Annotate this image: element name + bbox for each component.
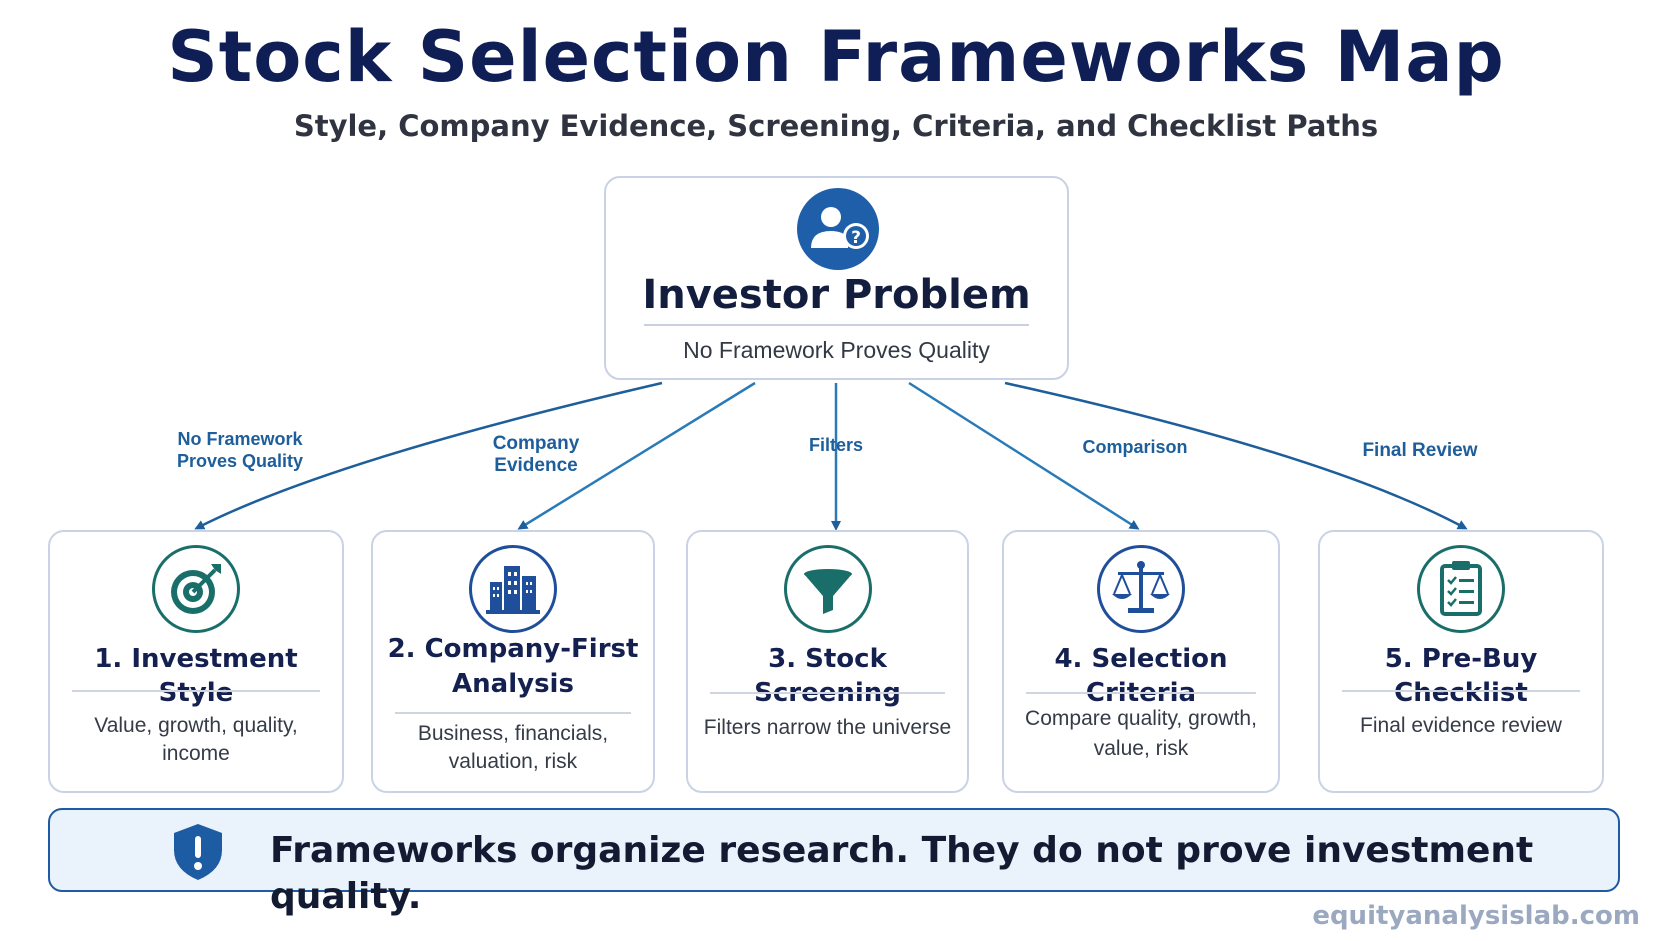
- framework-card-title: 2. Company-First Analysis: [381, 632, 645, 702]
- investor-problem-box: ? Investor Problem No Framework Proves Q…: [604, 176, 1069, 380]
- edge-label-4: Comparison: [1060, 436, 1210, 458]
- edge-label-5-line: Final Review: [1362, 440, 1478, 461]
- framework-card-title: 4. Selection Criteria: [1054, 644, 1228, 708]
- scales-icon: [1097, 545, 1185, 633]
- framework-card-title: 5. Pre-Buy Checklist: [1384, 644, 1538, 708]
- funnel-icon: [783, 545, 872, 633]
- framework-card-desc-line2: value, risk: [1093, 737, 1189, 760]
- key-message-text: Frameworks organize research. They do no…: [270, 830, 1534, 917]
- page-subtitle: Style, Company Evidence, Screening, Crit…: [293, 109, 1379, 143]
- framework-card-title: 3. Stock Screening: [754, 644, 901, 708]
- source-watermark: equityanalysislab.com: [1312, 901, 1640, 931]
- divider: [1342, 690, 1580, 692]
- framework-card-title-line2: Analysis: [452, 669, 574, 699]
- connector-arrow-1: [194, 381, 663, 530]
- connector-arrow-4: [908, 381, 1140, 530]
- target-icon: [152, 545, 240, 633]
- divider: [710, 692, 945, 694]
- edge-label-5: Final Review: [1340, 440, 1500, 462]
- framework-card-desc-line1: Compare quality, growth,: [1025, 707, 1257, 730]
- investor-problem-subtitle: No Framework Proves Quality: [683, 337, 990, 363]
- edge-label-3: Filters: [776, 434, 896, 456]
- edge-label-1-line1: No Framework: [177, 429, 303, 449]
- edge-label-2-line1: Company: [492, 433, 580, 454]
- investor-problem-title: Investor Problem: [642, 272, 1031, 318]
- framework-card-selection-criteria: 4. Selection Criteria Compare quality, g…: [1002, 530, 1280, 793]
- edge-label-4-line: Comparison: [1082, 437, 1188, 457]
- framework-card-desc-line1: Business, financials,: [417, 722, 609, 745]
- divider: [1026, 692, 1256, 694]
- connector-arrow-2: [517, 381, 756, 530]
- connector-arrow-5: [1004, 381, 1468, 530]
- framework-card-desc: Compare quality, growth, value, risk: [1014, 704, 1268, 764]
- framework-card-desc: Value, growth, quality, income: [94, 714, 298, 765]
- edge-label-2: Company Evidence: [466, 433, 606, 477]
- key-message-banner: Frameworks organize research. They do no…: [48, 808, 1620, 917]
- edge-label-2-line2: Evidence: [494, 455, 578, 476]
- buildings-icon: [469, 545, 557, 633]
- framework-card-desc-line2: valuation, risk: [448, 750, 578, 773]
- divider: [644, 324, 1029, 326]
- framework-card-desc: Filters narrow the universe: [703, 716, 952, 739]
- framework-card-desc: Business, financials, valuation, risk: [383, 720, 643, 776]
- divider: [72, 690, 320, 692]
- framework-card-pre-buy-checklist: 5. Pre-Buy Checklist Final evidence revi…: [1318, 530, 1604, 793]
- framework-card-company-first: 2. Company-First Analysis Business, fina…: [371, 530, 655, 793]
- edge-label-3-line: Filters: [808, 435, 864, 455]
- page-title: Stock Selection Frameworks Map: [167, 16, 1505, 98]
- divider: [395, 712, 631, 714]
- user-question-icon: ?: [797, 188, 879, 270]
- svg-text:?: ?: [851, 228, 861, 248]
- framework-card-title: 1. Investment Style: [94, 644, 298, 708]
- clipboard-checklist-icon: [1417, 545, 1505, 633]
- edge-label-1: No Framework Proves Quality: [160, 428, 320, 472]
- framework-card-title-line1: 2. Company-First: [387, 634, 639, 664]
- shield-alert-icon: [170, 822, 226, 887]
- framework-card-desc: Final evidence review: [1360, 714, 1562, 737]
- edge-label-1-line2: Proves Quality: [176, 451, 304, 471]
- framework-card-stock-screening: 3. Stock Screening Filters narrow the un…: [686, 530, 969, 793]
- framework-card-investment-style: 1. Investment Style Value, growth, quali…: [48, 530, 344, 793]
